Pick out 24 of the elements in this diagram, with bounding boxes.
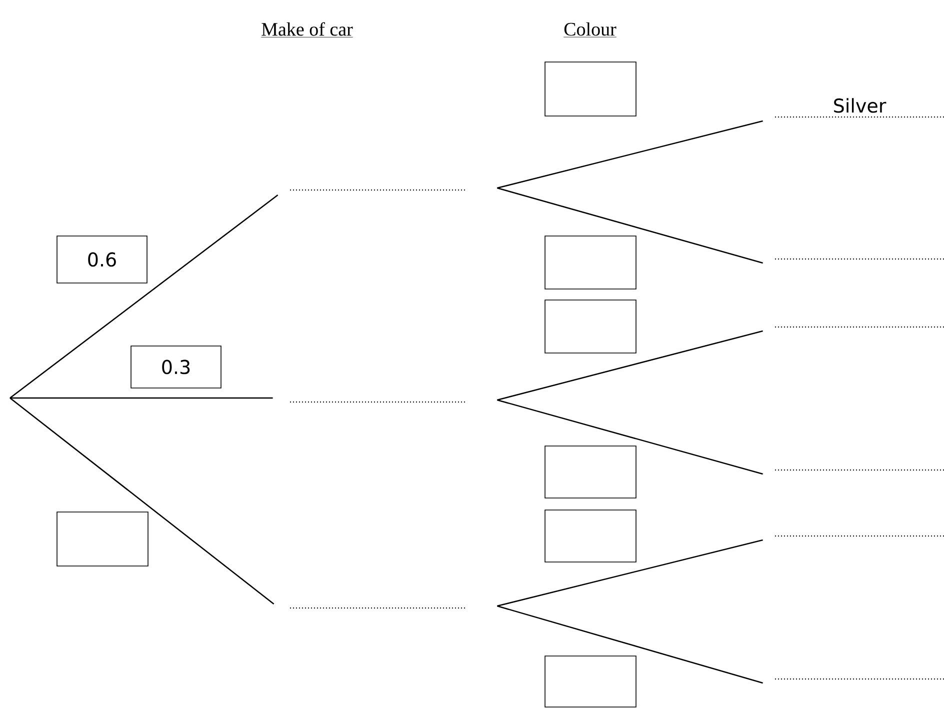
answer-box [544, 236, 636, 290]
branch-line [497, 539, 763, 607]
branch-line [10, 194, 278, 399]
branch-line [497, 187, 763, 264]
answer-box [544, 446, 636, 498]
fill-in-line [774, 678, 944, 680]
branch-line [497, 120, 763, 189]
answer-box: 0.6 [56, 236, 148, 284]
fill-in-line [774, 258, 944, 260]
answer-box: 0.3 [130, 346, 222, 388]
branch-line [497, 399, 763, 475]
column-heading: Colour [563, 22, 617, 38]
answer-box [544, 656, 636, 708]
branch-line [10, 397, 273, 399]
branch-line [497, 605, 763, 684]
answer-box [544, 510, 636, 562]
branch-line [10, 397, 274, 604]
fill-in-line [774, 326, 944, 328]
branch-line [497, 330, 763, 401]
answer-box [56, 512, 148, 566]
fill-in-line: Silver [774, 98, 944, 118]
answer-box [544, 300, 636, 354]
answer-box [544, 62, 636, 116]
column-heading: Make of car [260, 22, 354, 38]
